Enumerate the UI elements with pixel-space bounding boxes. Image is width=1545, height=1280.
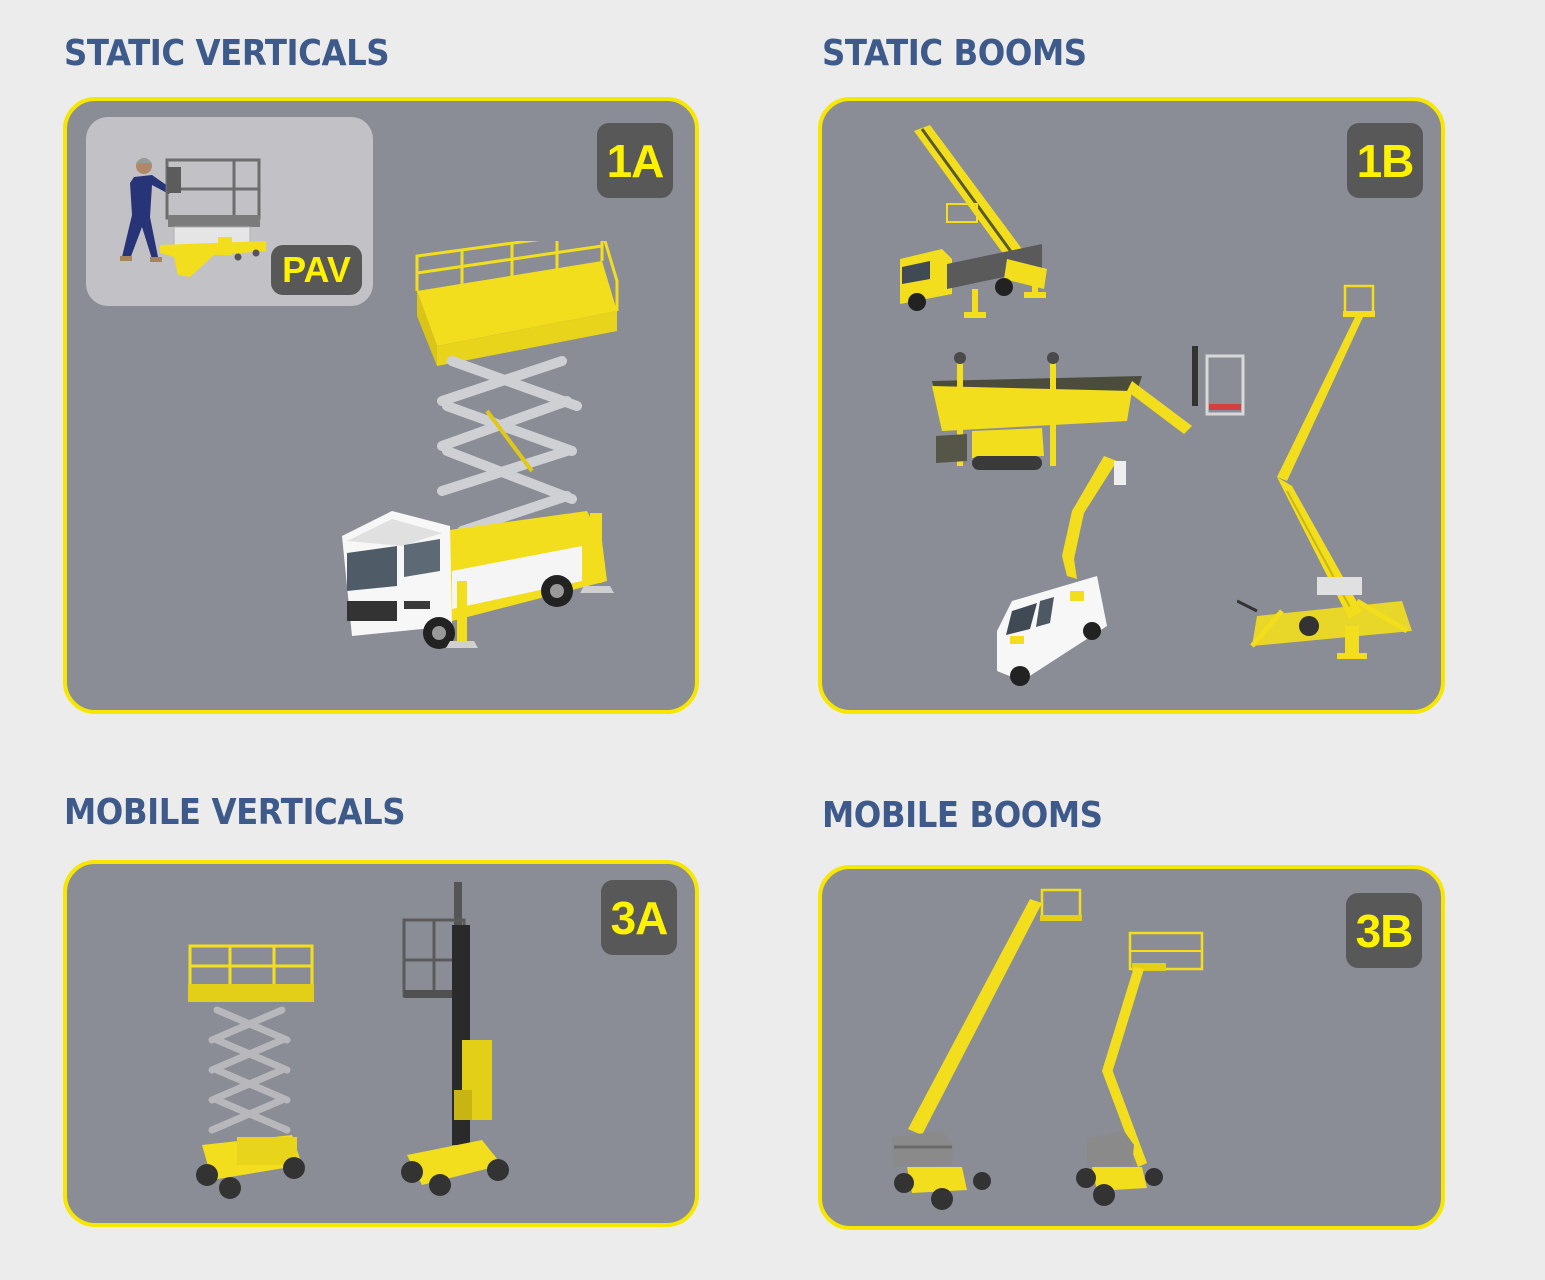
panel-static-verticals: PAV 1A	[63, 97, 699, 714]
scissor-lift-illustration	[188, 944, 314, 1199]
truck-mounted-boom-illustration	[900, 125, 1047, 318]
section-title-static-booms: STATIC BOOMS	[822, 33, 1087, 74]
pav-inset: PAV	[86, 117, 373, 306]
badge-1a: 1A	[597, 123, 673, 198]
articulated-boom-illustration	[1076, 931, 1204, 1206]
telescopic-boom-illustration	[892, 888, 1082, 1210]
pav-badge: PAV	[271, 245, 362, 295]
van-mounted-boom-illustration	[997, 456, 1126, 686]
panel-mobile-verticals: 3A	[63, 860, 699, 1227]
trailer-mounted-boom-illustration	[1237, 284, 1412, 659]
badge-3b: 3B	[1346, 893, 1422, 968]
section-title-mobile-verticals: MOBILE VERTICALS	[64, 792, 406, 833]
vertical-mast-lift-illustration	[401, 882, 509, 1196]
section-title-mobile-booms: MOBILE BOOMS	[822, 795, 1103, 836]
tracked-spider-boom-illustration	[932, 346, 1245, 470]
push-around-vertical-illustration	[120, 158, 266, 277]
truck-mounted-scissor-lift-illustration	[342, 241, 619, 649]
badge-1b: 1B	[1347, 123, 1423, 198]
panel-static-booms: 1B	[818, 97, 1445, 714]
panel-mobile-booms: 3B	[818, 865, 1445, 1230]
section-title-static-verticals: STATIC VERTICALS	[64, 33, 390, 74]
badge-3a: 3A	[601, 880, 677, 955]
